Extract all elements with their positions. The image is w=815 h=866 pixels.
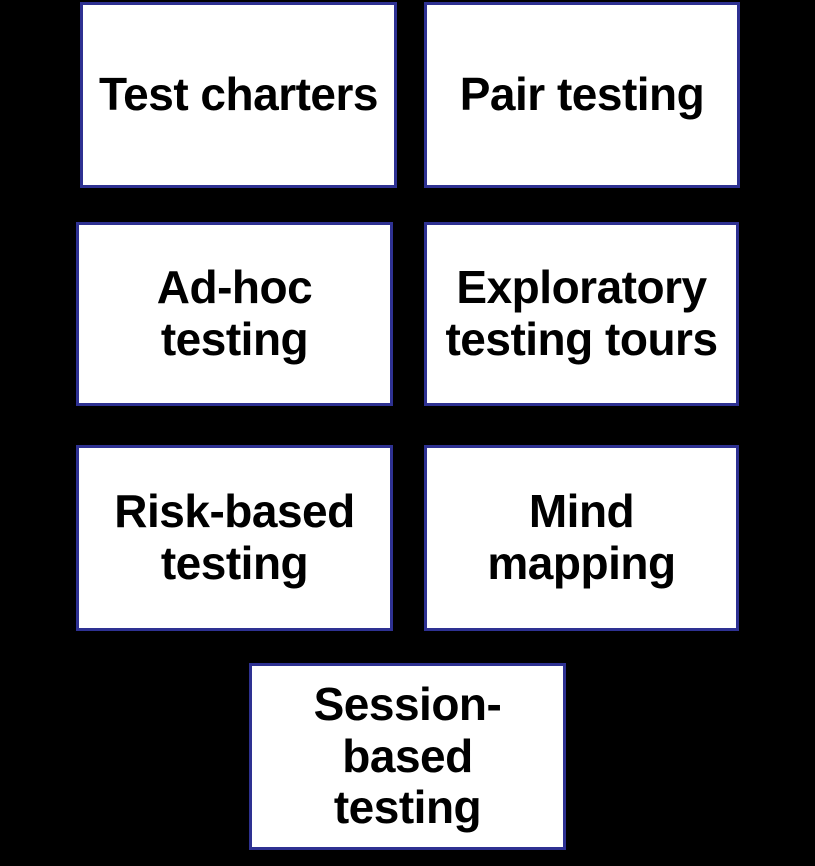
card-label-line: Pair testing [459, 68, 705, 121]
card-test-charters: Test charters [80, 2, 397, 188]
card-label-line: Session- [313, 677, 502, 730]
card-label-line: testing [160, 537, 309, 589]
card-label-line: Exploratory [456, 261, 707, 314]
card-pair-testing: Pair testing [424, 2, 740, 188]
card-label-line: Test charters [98, 68, 379, 121]
card-exploratory-testing-tours: Exploratory testing tours [424, 222, 739, 406]
card-label-line: Ad-hoc [156, 261, 313, 314]
card-risk-based-testing: Risk-based testing [76, 445, 393, 631]
card-ad-hoc-testing: Ad-hoc testing [76, 222, 393, 406]
card-label-line: testing [333, 781, 482, 834]
card-label-line: testing [160, 313, 309, 365]
card-label-line: mapping [487, 537, 676, 589]
card-label-line: based [342, 729, 473, 782]
card-mind-mapping: Mind mapping [424, 445, 739, 631]
card-label-line: Mind [528, 485, 635, 538]
card-label-line: Risk-based [114, 485, 355, 538]
card-session-based-testing: Session- based testing [249, 663, 566, 850]
card-label-line: testing tours [445, 313, 718, 365]
